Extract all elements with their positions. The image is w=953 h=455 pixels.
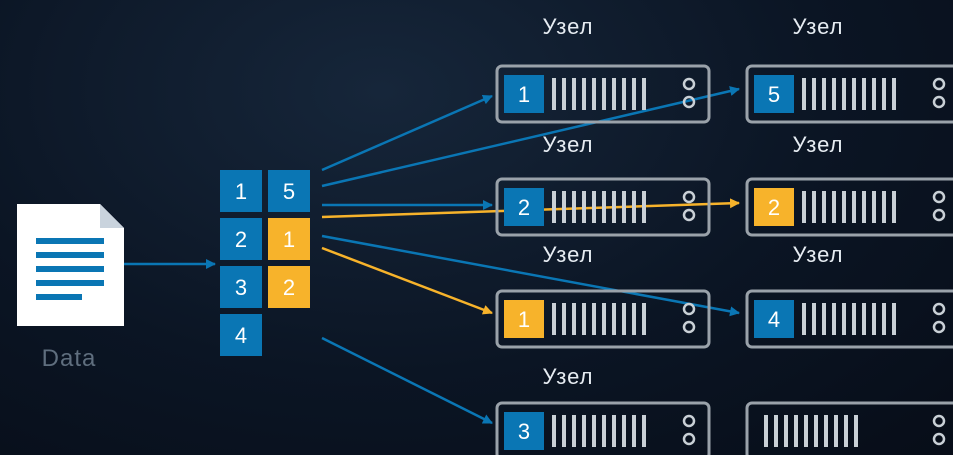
status-leds-icon bbox=[932, 77, 946, 109]
server-node: 5 bbox=[745, 64, 953, 124]
stored-block bbox=[754, 75, 794, 113]
arrow-replica1-to-node bbox=[321, 246, 493, 315]
block-primary: 2 bbox=[220, 218, 262, 260]
stored-block-number: 5 bbox=[768, 82, 780, 107]
block-square bbox=[220, 314, 262, 356]
server-node: 1 bbox=[495, 289, 711, 349]
server-frame bbox=[745, 64, 953, 124]
status-leds-icon bbox=[682, 302, 696, 334]
stored-block bbox=[504, 188, 544, 226]
stored-block bbox=[754, 300, 794, 338]
block-square bbox=[268, 218, 310, 260]
arrow-block5-to-node bbox=[321, 86, 740, 188]
block-square bbox=[220, 170, 262, 212]
block-square bbox=[268, 266, 310, 308]
server-frame bbox=[745, 289, 953, 349]
drive-bays-icon bbox=[552, 78, 646, 110]
stored-block bbox=[504, 412, 544, 450]
status-leds-icon bbox=[932, 414, 946, 446]
block-primary: 1 bbox=[220, 170, 262, 212]
drive-bays-icon bbox=[552, 191, 646, 223]
block-primary: 5 bbox=[268, 170, 310, 212]
block-primary: 4 bbox=[220, 314, 262, 356]
status-leds-icon bbox=[682, 77, 696, 109]
node-label: Узел bbox=[543, 14, 594, 39]
server-frame bbox=[495, 177, 711, 237]
server-frame bbox=[745, 177, 953, 237]
block-number: 2 bbox=[235, 227, 247, 252]
block-primary: 3 bbox=[220, 266, 262, 308]
server-node: 2 bbox=[745, 177, 953, 237]
stored-block bbox=[504, 75, 544, 113]
stored-block-number: 2 bbox=[518, 195, 530, 220]
block-number: 1 bbox=[235, 179, 247, 204]
node-label: Узел bbox=[543, 364, 594, 389]
server-node: 4 bbox=[745, 289, 953, 349]
block-number: 5 bbox=[283, 179, 295, 204]
stored-block bbox=[504, 300, 544, 338]
drive-bays-icon bbox=[802, 191, 896, 223]
document-icon bbox=[17, 204, 124, 326]
stored-block-number: 1 bbox=[518, 82, 530, 107]
drive-bays-icon bbox=[552, 415, 646, 447]
node-label: Узел bbox=[543, 132, 594, 157]
block-number: 3 bbox=[235, 275, 247, 300]
node-label: Узел bbox=[543, 242, 594, 267]
node-label: Узел bbox=[793, 242, 844, 267]
status-leds-icon bbox=[682, 190, 696, 222]
server-frame bbox=[495, 289, 711, 349]
server-frame bbox=[745, 401, 953, 455]
arrow-block1-to-node bbox=[321, 94, 493, 172]
server-frame bbox=[495, 64, 711, 124]
stored-block-number: 3 bbox=[518, 419, 530, 444]
drive-bays-icon bbox=[802, 303, 896, 335]
stored-block-number: 4 bbox=[768, 307, 780, 332]
block-square bbox=[220, 266, 262, 308]
drive-bays-icon bbox=[764, 415, 858, 447]
block-number: 1 bbox=[283, 227, 295, 252]
status-leds-icon bbox=[932, 302, 946, 334]
block-square bbox=[268, 170, 310, 212]
stored-block-number: 1 bbox=[518, 307, 530, 332]
block-grid: 1 5 2 1 3 2 4 bbox=[220, 170, 310, 356]
block-square bbox=[220, 218, 262, 260]
stored-block-number: 2 bbox=[768, 195, 780, 220]
status-leds-icon bbox=[682, 414, 696, 446]
node-label: Узел bbox=[793, 132, 844, 157]
server-node: 2 bbox=[495, 177, 711, 237]
node-label: Узел bbox=[793, 14, 844, 39]
arrow-block4-to-node bbox=[321, 234, 740, 317]
arrow-block3-to-node bbox=[321, 336, 493, 425]
status-leds-icon bbox=[932, 190, 946, 222]
block-replica: 2 bbox=[268, 266, 310, 308]
block-replica: 1 bbox=[268, 218, 310, 260]
drive-bays-icon bbox=[802, 78, 896, 110]
distribution-arrows bbox=[321, 86, 740, 425]
server-node: 1 bbox=[495, 64, 711, 124]
drive-bays-icon bbox=[552, 303, 646, 335]
block-number: 4 bbox=[235, 323, 247, 348]
server-node: 3 bbox=[495, 401, 711, 455]
server-node bbox=[745, 401, 953, 455]
source-label: Data bbox=[42, 345, 97, 372]
stored-block bbox=[754, 188, 794, 226]
server-frame bbox=[495, 401, 711, 455]
block-number: 2 bbox=[283, 275, 295, 300]
